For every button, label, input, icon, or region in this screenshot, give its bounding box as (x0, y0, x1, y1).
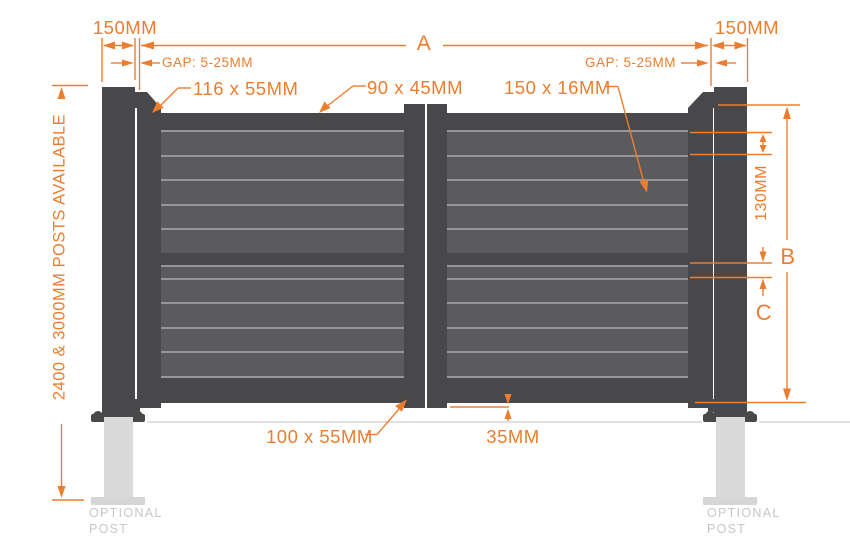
left-optional-post-label-line2: POST (89, 521, 129, 536)
right-bottom-hinge (708, 399, 716, 412)
right-gate-leaf (447, 113, 688, 403)
board-gap (161, 265, 404, 267)
gate-rail (161, 113, 404, 130)
left-optional-post-label-line1: OPTIONAL (89, 506, 163, 520)
left-leaf-meeting-stile (404, 104, 425, 408)
right-optional-post-label: OPTIONAL POST (707, 506, 781, 537)
gate-board (447, 353, 688, 376)
gap-right-label: GAP: 5-25MM (584, 55, 676, 70)
left-bottom-hinge (132, 399, 140, 412)
gate-height-b-label: B (780, 244, 796, 269)
board-gap (447, 326, 688, 329)
left-gate-leaf (161, 113, 404, 403)
left-hinge-stile (137, 92, 161, 408)
gate-board (161, 304, 404, 327)
board-gap (161, 228, 404, 230)
gate-board (161, 279, 404, 302)
infill-board-label: 150 x 16MM (504, 77, 611, 98)
right-optional-post-base (703, 497, 757, 505)
right-leaf-meeting-stile (427, 104, 447, 408)
gate-board (161, 181, 404, 204)
board-gap (161, 326, 404, 329)
right-optional-post-label-line2: POST (707, 521, 747, 536)
right-optional-post (716, 417, 745, 498)
gate-board (161, 353, 404, 376)
board-gap (161, 375, 404, 378)
right-optional-post-label-line1: OPTIONAL (707, 506, 781, 520)
post-width-left-label: 150MM (92, 17, 158, 38)
lower-section-c-label: C (755, 300, 773, 325)
gate-rail (447, 113, 688, 130)
gate-rail (161, 377, 404, 403)
board-gap (447, 265, 688, 267)
board-gap (447, 130, 688, 132)
gate-board (161, 156, 404, 179)
board-gap (161, 154, 404, 157)
top-rail-label: 90 x 45MM (367, 77, 464, 98)
post-note-label: 2400 & 3000MM POSTS AVAILABLE (50, 113, 69, 401)
gate-board (447, 230, 688, 253)
dim-post-width-left (101, 38, 136, 82)
board-gap (161, 179, 404, 181)
bottom-rail-label: 100 x 55MM (266, 426, 373, 447)
right-top-hinge (708, 92, 716, 108)
gate-board (447, 328, 688, 351)
right-post (714, 87, 747, 417)
board-gap (447, 203, 688, 206)
board-gap (161, 203, 404, 206)
dim-gap-left (111, 59, 160, 67)
gate-board (161, 205, 404, 228)
board-gap (161, 277, 404, 280)
gate-board (447, 132, 688, 155)
board-pitch-label: 130MM (753, 165, 770, 221)
board-gap (447, 375, 688, 378)
gate-board (447, 181, 688, 204)
gate-board (161, 230, 404, 253)
gate-board (161, 267, 404, 278)
board-gap (161, 351, 404, 353)
left-optional-post (104, 417, 133, 498)
board-gap (161, 302, 404, 304)
board-gap (447, 179, 688, 181)
gate-board (161, 328, 404, 351)
board-gap (447, 351, 688, 353)
board-gap (447, 228, 688, 230)
board-gap (161, 130, 404, 132)
gate-board (161, 132, 404, 155)
gate-rail (447, 377, 688, 403)
gate-rail (161, 252, 404, 265)
hinge-stile-label: 116 x 55MM (193, 78, 299, 99)
overall-width-a-label: A (416, 32, 432, 55)
gate-board (447, 267, 688, 278)
gap-left-label: GAP: 5-25MM (162, 55, 254, 70)
board-gap (447, 154, 688, 157)
left-optional-post-base (91, 497, 145, 505)
post-width-right-label: 150MM (714, 17, 780, 38)
gate-rail (447, 252, 688, 265)
gate-board (447, 205, 688, 228)
gate-board (447, 279, 688, 302)
right-hinge-stile (688, 92, 713, 408)
left-top-hinge (132, 92, 140, 108)
ground-clearance-label: 35MM (486, 426, 540, 447)
leader-top-rail (319, 85, 366, 113)
board-gap (447, 302, 688, 304)
left-optional-post-label: OPTIONAL POST (89, 506, 163, 537)
left-post (102, 87, 135, 417)
dim-post-width-right (710, 38, 749, 86)
board-gap (447, 277, 688, 280)
gate-board (447, 304, 688, 327)
gate-board (447, 156, 688, 179)
dim-gap-right (681, 59, 736, 67)
